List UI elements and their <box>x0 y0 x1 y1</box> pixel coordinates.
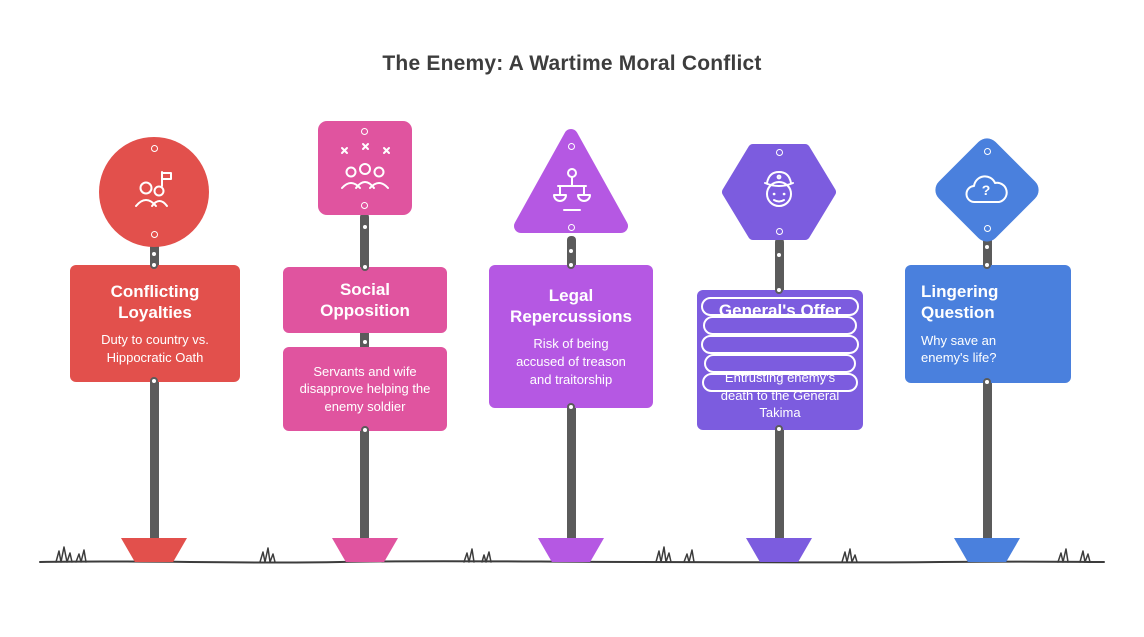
pole-pin <box>983 243 991 251</box>
sign-description: Duty to country vs. Hippocratic Oath <box>101 332 209 365</box>
hexagon-shape <box>722 144 836 240</box>
screw-icon <box>361 202 368 209</box>
sign-title-board: Social Opposition <box>283 267 447 333</box>
screw-icon <box>984 148 991 155</box>
sign-title: General's Offer <box>718 301 842 320</box>
grass-tufts <box>55 546 1091 563</box>
board-pin <box>361 426 369 434</box>
board-pin <box>567 261 575 269</box>
sign-description-board: Servants and wife disapprove helping the… <box>283 347 447 431</box>
sign-title: Lingering Question <box>921 282 999 323</box>
people-flag-icon <box>135 171 172 207</box>
sign-description: Entrusting enemy's death to the General … <box>720 370 840 421</box>
board-pin <box>150 377 158 385</box>
sign-pole <box>150 237 159 560</box>
sign-board: Conflicting Loyalties Duty to country vs… <box>70 265 240 382</box>
screw-icon <box>984 225 991 232</box>
pole-pin <box>567 247 575 255</box>
board-pin <box>361 263 369 271</box>
sign-title: Social Opposition <box>320 279 410 320</box>
board-pin <box>361 338 369 346</box>
general-portrait-icon <box>764 171 794 207</box>
sign-title: Conflicting Loyalties <box>110 281 200 322</box>
page-title: The Enemy: A Wartime Moral Conflict <box>382 52 762 75</box>
square-shape <box>318 121 412 215</box>
sign-description: Risk of being accused of treason and tra… <box>516 336 626 387</box>
board-pin <box>983 378 991 386</box>
sign-description: Why save an enemy's life? <box>921 332 997 366</box>
sign-board: General's Offer Entrusting enemy's death… <box>697 290 863 430</box>
screw-icon <box>151 231 158 238</box>
sign-board: Legal Repercussions Risk of being accuse… <box>489 265 653 408</box>
sign-board: Lingering Question Why save an enemy's l… <box>905 265 1071 383</box>
sign-description: Servants and wife disapprove helping the… <box>299 363 431 414</box>
screw-icon <box>361 128 368 135</box>
sign-pole <box>983 230 992 560</box>
board-pin <box>567 403 575 411</box>
screw-icon <box>568 143 575 150</box>
svg-text:?: ? <box>982 182 991 198</box>
screw-icon <box>568 224 575 231</box>
pole-pin <box>150 250 158 258</box>
pole-pin <box>775 251 783 259</box>
screw-icon <box>776 228 783 235</box>
board-pin <box>775 425 783 433</box>
person-scales-icon <box>553 168 591 211</box>
pole-pin <box>361 223 369 231</box>
cloud-question-icon: ? <box>965 175 1008 203</box>
board-pin <box>775 286 783 294</box>
board-pin <box>983 261 991 269</box>
sign-title: Legal Repercussions <box>510 285 632 327</box>
screw-icon <box>776 149 783 156</box>
screw-icon <box>151 145 158 152</box>
crowd-celebration-icon <box>341 143 390 189</box>
board-pin <box>150 261 158 269</box>
